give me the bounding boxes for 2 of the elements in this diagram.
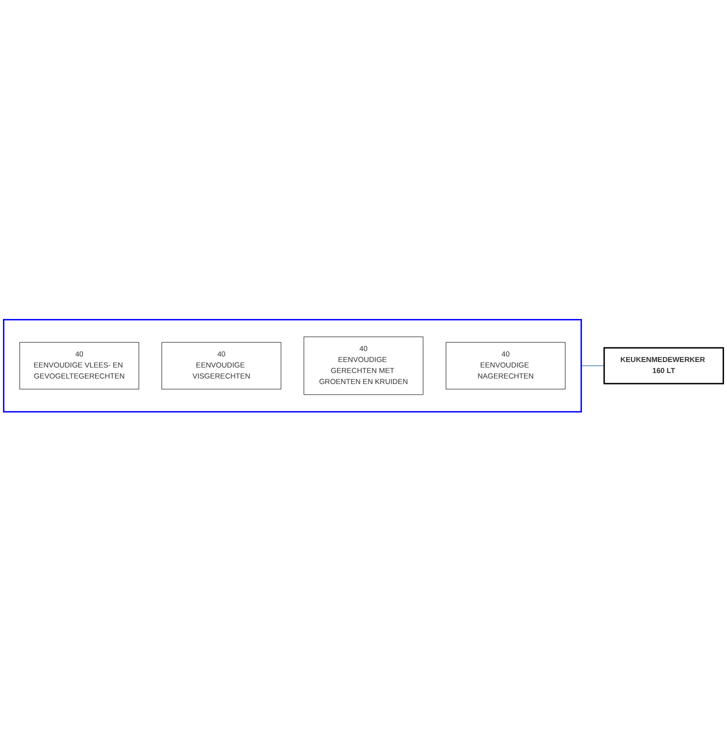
connector xyxy=(580,365,604,366)
cluster xyxy=(2,318,582,412)
